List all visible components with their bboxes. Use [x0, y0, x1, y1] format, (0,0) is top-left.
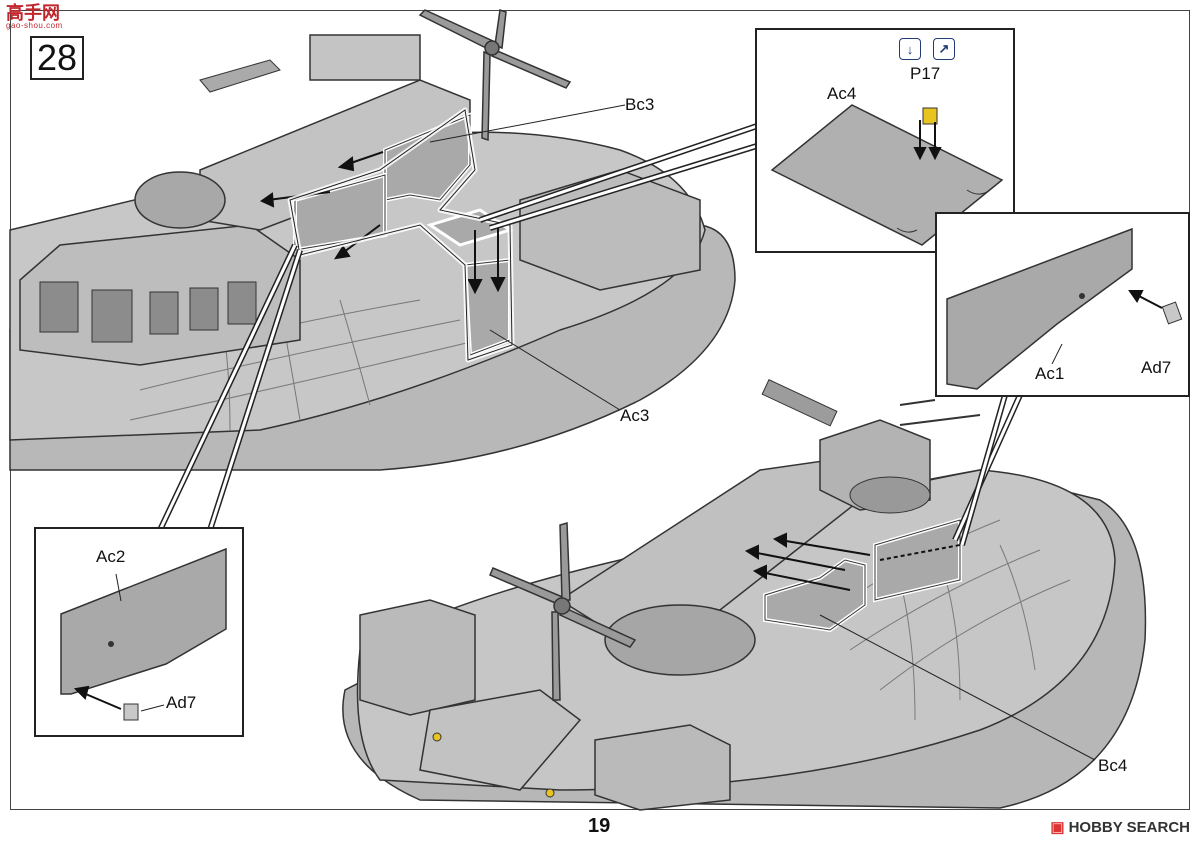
watermark-url: gao-shou.com — [6, 21, 63, 30]
inset-ac1-ad7: Ac1 Ad7 — [935, 212, 1190, 397]
panel-bc4 — [763, 557, 867, 633]
page-number: 19 — [588, 815, 611, 837]
glue-drop-icon: ↓ — [899, 38, 921, 60]
inset-ac2-ad7: Ac2 Ad7 — [34, 527, 244, 737]
hobby-search-logo-icon: ▣ — [1050, 819, 1065, 836]
hobby-search-watermark: ▣ HOBBY SEARCH — [1050, 818, 1190, 837]
watermark-logo: 高手网 gao-shou.com — [6, 4, 63, 30]
label-ac1: Ac1 — [1035, 364, 1065, 383]
label-bc4: Bc4 — [1098, 756, 1128, 775]
label-bc3: Bc3 — [625, 95, 655, 114]
label-ad7-right: Ad7 — [1141, 358, 1172, 377]
step-number-box: 28 — [30, 36, 84, 80]
hobby-search-text: HOBBY SEARCH — [1068, 818, 1190, 836]
label-ac4: Ac4 — [827, 84, 857, 103]
watermark-text: 高手网 — [6, 3, 60, 23]
hovercraft-top-view — [9, 9, 736, 471]
label-ac3: Ac3 — [620, 406, 650, 425]
label-ad7-left: Ad7 — [166, 693, 197, 712]
panel-ac1-installed — [873, 517, 962, 603]
label-p17: P17 — [910, 64, 941, 83]
brush-icon: ↗ — [933, 38, 955, 60]
label-ac2: Ac2 — [96, 547, 126, 566]
